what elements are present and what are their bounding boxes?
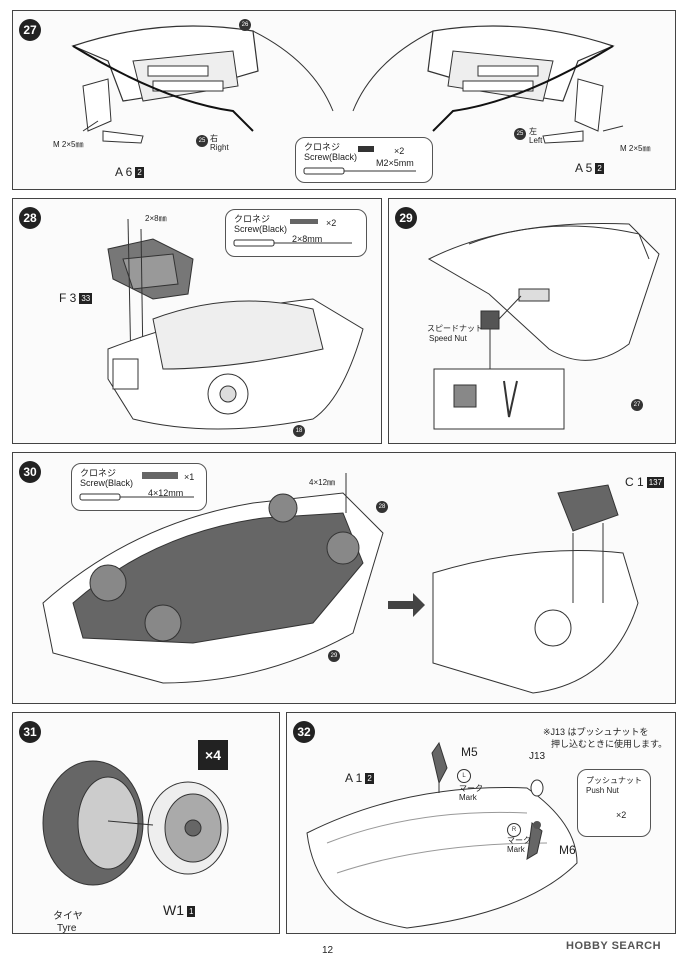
step-number: 28 [19,207,41,229]
step-number: 31 [19,721,41,743]
brand-watermark: HOBBY SEARCH [566,940,662,952]
screw-size-label: 2×8㎜ [145,214,167,223]
right-label-jp: 右 [210,134,218,143]
step-29-illustration [427,222,660,430]
callout-en: Screw(Black) [234,224,288,234]
screwdriver-icon [303,146,416,175]
screwdriver-icon [233,219,352,247]
step-29-panel: 29 スピードナット Speed Nut 27 [388,198,676,444]
mark-l-en: Mark [459,793,477,802]
part-number-badge: 29 [328,650,340,662]
bracket-part-code: A 5 [575,161,593,175]
mark-r-en: Mark [507,845,525,854]
screw-size-label: 4×12㎜ [309,478,336,487]
page-number: 12 [322,945,334,956]
runner-tag: 2 [365,773,374,785]
mark-r-badge: R [507,823,521,837]
callout-jp: クロネジ [80,468,117,478]
callout-size: 4×12mm [148,488,184,498]
mark-l-jp: マーク [459,784,483,793]
step-30-illustration [42,473,639,694]
callout-size: M2×5mm [376,158,414,168]
left-label-jp: 左 [529,127,537,136]
speed-nut-label-jp: スピードナット [427,324,483,333]
push-nut-en: Push Nut [586,786,619,795]
step-31-illustration [42,760,229,886]
push-nut-jp: プッシュナット [586,776,642,785]
part-number-badge: 27 [631,399,643,411]
callout-en: Screw(Black) [80,478,134,488]
runner-tag: 33 [79,293,93,305]
step-28-illustration [107,218,364,430]
screw-callout: クロネジ Screw(Black) ×2 M2×5mm [295,137,433,183]
part-number-badge: 26 [239,19,251,31]
push-nut-callout: プッシュナット Push Nut ×2 [577,769,651,837]
runner-tag: 1 [187,905,196,917]
push-nut-qty: ×2 [616,810,627,820]
part-number-badge: 25 [196,135,208,147]
note-line-2: 押し込むときに使用します。 [551,739,668,749]
mark-l-badge: L [457,769,471,783]
hood-part-code: A 1 [345,771,363,785]
screw-size-label: M 2×5㎜ [620,144,651,153]
tyre-label-jp: タイヤ [53,911,83,922]
quantity-multiplier: ×4 [198,740,228,770]
step-32-panel: 32 ※J13 はプッシュナットを 押し込むときに使用します。 M5 M6 J1… [286,712,676,934]
wheel-part-code: W1 [163,902,184,918]
step-number: 30 [19,461,41,483]
part-number-badge: 18 [293,425,305,437]
part-number-badge: 28 [376,501,388,513]
part-label-j13: J13 [529,751,546,762]
step-27-illustration [71,25,624,144]
part-code: F 3 [59,291,77,305]
screw-callout: クロネジ Screw(Black) ×2 2×8mm [225,209,367,257]
part-code: C 1 [625,475,644,489]
callout-jp: クロネジ [304,142,341,152]
step-number: 32 [293,721,315,743]
note-line-1: ※J13 はプッシュナットを [543,727,649,737]
screw-callout: クロネジ Screw(Black) ×1 4×12mm [71,463,207,511]
left-label-en: Left [529,136,543,145]
step-27-panel: 27 26 25 右 Right 25 左 Left M 2×5㎜ M 2×5㎜… [12,10,676,190]
part-label-m5: M5 [461,745,478,759]
part-label-m6: M6 [559,843,576,857]
screw-size-label: M 2×5㎜ [53,140,84,149]
bracket-part-code: A 6 [115,165,133,179]
mark-r-jp: マーク [507,836,531,845]
runner-tag: 2 [595,163,604,175]
runner-tag: 2 [135,167,144,179]
callout-qty: ×1 [184,472,195,482]
runner-tag: 137 [646,477,665,489]
callout-en: Screw(Black) [304,152,358,162]
callout-jp: クロネジ [234,214,271,224]
step-number: 29 [395,207,417,229]
speed-nut-label-en: Speed Nut [429,334,467,343]
right-label-en: Right [210,143,229,152]
part-number-badge: 25 [514,128,526,140]
callout-qty: ×2 [326,218,337,228]
step-number: 27 [19,19,41,41]
tyre-label-en: Tyre [57,923,77,934]
callout-size: 2×8mm [292,234,323,244]
screwdriver-icon [79,472,194,501]
callout-qty: ×2 [394,146,405,156]
